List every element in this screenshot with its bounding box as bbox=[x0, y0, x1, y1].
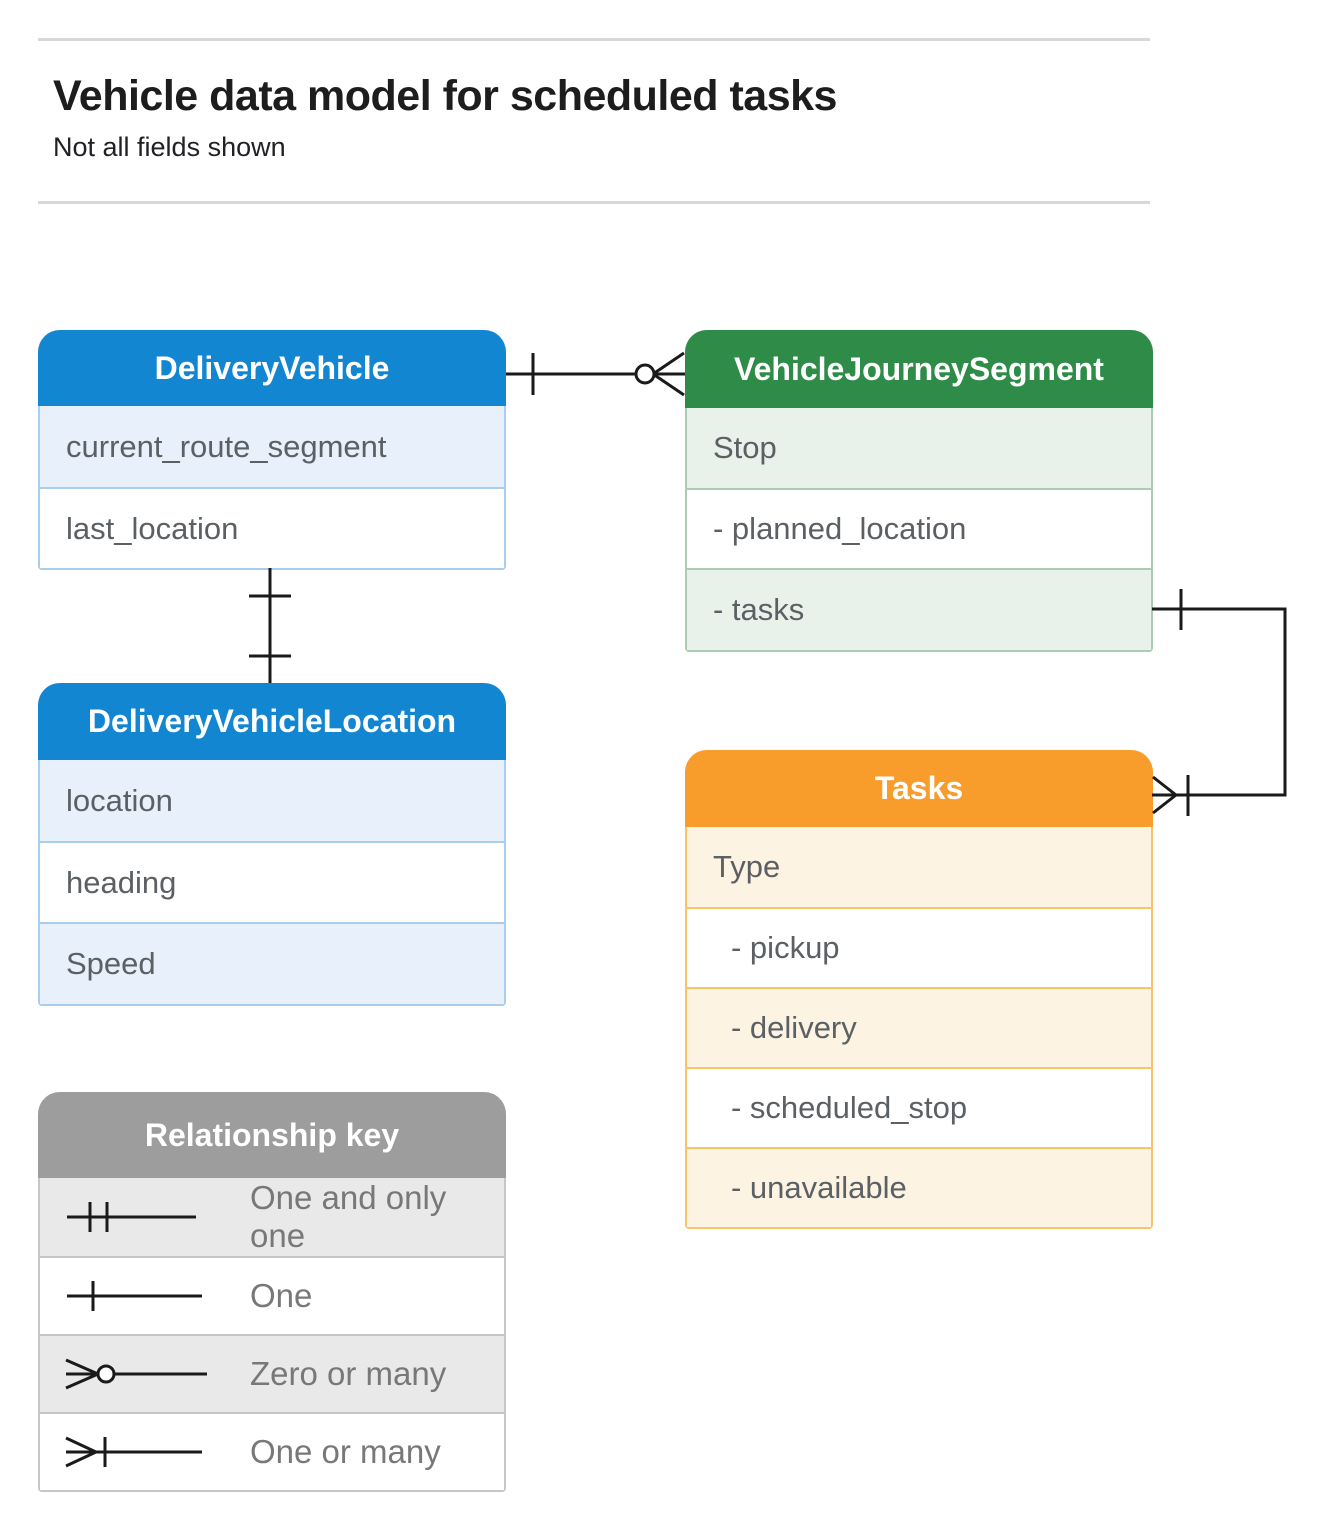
field-pickup: - pickup bbox=[687, 907, 1151, 987]
legend-body: One and only one One Zero or many bbox=[38, 1178, 506, 1492]
connector-deliveryvehicle-vehiclejourneysegment bbox=[506, 351, 685, 397]
field-delivery: - delivery bbox=[687, 987, 1151, 1067]
field-location: location bbox=[40, 760, 504, 841]
legend-row-one-or-many: One or many bbox=[40, 1412, 504, 1490]
page-title: Vehicle data model for scheduled tasks bbox=[53, 72, 837, 120]
field-stop: Stop bbox=[687, 408, 1151, 488]
entity-delivery-vehicle-location: DeliveryVehicleLocation location heading… bbox=[38, 683, 506, 1006]
field-scheduled-stop: - scheduled_stop bbox=[687, 1067, 1151, 1147]
field-unavailable: - unavailable bbox=[687, 1147, 1151, 1227]
entity-tasks-title: Tasks bbox=[685, 750, 1153, 827]
legend-label: One and only one bbox=[250, 1179, 447, 1254]
legend-label: One bbox=[250, 1277, 313, 1314]
legend-label: One or many bbox=[250, 1433, 441, 1470]
legend-title: Relationship key bbox=[38, 1092, 506, 1178]
one-and-only-one-icon bbox=[67, 1202, 196, 1232]
entity-delivery-vehicle: DeliveryVehicle current_route_segment la… bbox=[38, 330, 506, 570]
field-planned-location: - planned_location bbox=[687, 488, 1151, 568]
field-last-location: last_location bbox=[40, 487, 504, 568]
field-type: Type bbox=[687, 827, 1151, 907]
top-divider bbox=[38, 38, 1150, 41]
field-current-route-segment: current_route_segment bbox=[40, 406, 504, 487]
page-subtitle: Not all fields shown bbox=[53, 132, 286, 162]
entity-vehicle-journey-segment-body: Stop - planned_location - tasks bbox=[685, 408, 1153, 652]
legend-row-one: One bbox=[40, 1256, 504, 1334]
field-speed: Speed bbox=[40, 922, 504, 1004]
zero-or-many-icon bbox=[65, 1358, 207, 1390]
one-icon bbox=[67, 1281, 202, 1311]
legend-label: Zero or many bbox=[250, 1355, 447, 1392]
bottom-divider bbox=[38, 201, 1150, 204]
entity-tasks: Tasks Type - pickup - delivery - schedul… bbox=[685, 750, 1153, 1229]
legend-box: Relationship key One and only one One bbox=[38, 1092, 506, 1492]
entity-delivery-vehicle-title: DeliveryVehicle bbox=[38, 330, 506, 406]
connector-deliveryvehicle-deliveryvehiclelocation bbox=[249, 568, 291, 683]
entity-delivery-vehicle-location-title: DeliveryVehicleLocation bbox=[38, 683, 506, 760]
one-or-many-icon bbox=[65, 1436, 202, 1468]
legend-row-one-and-only-one: One and only one bbox=[40, 1178, 504, 1256]
entity-delivery-vehicle-body: current_route_segment last_location bbox=[38, 406, 506, 570]
entity-vehicle-journey-segment-title: VehicleJourneySegment bbox=[685, 330, 1153, 408]
entity-delivery-vehicle-location-body: location heading Speed bbox=[38, 760, 506, 1006]
legend-row-zero-or-many: Zero or many bbox=[40, 1334, 504, 1412]
field-heading: heading bbox=[40, 841, 504, 922]
field-tasks: - tasks bbox=[687, 568, 1151, 650]
entity-vehicle-journey-segment: VehicleJourneySegment Stop - planned_loc… bbox=[685, 330, 1153, 652]
entity-tasks-body: Type - pickup - delivery - scheduled_sto… bbox=[685, 827, 1153, 1229]
connector-tasksfield-tasks bbox=[1152, 589, 1287, 816]
zero-circle-icon bbox=[634, 363, 656, 385]
